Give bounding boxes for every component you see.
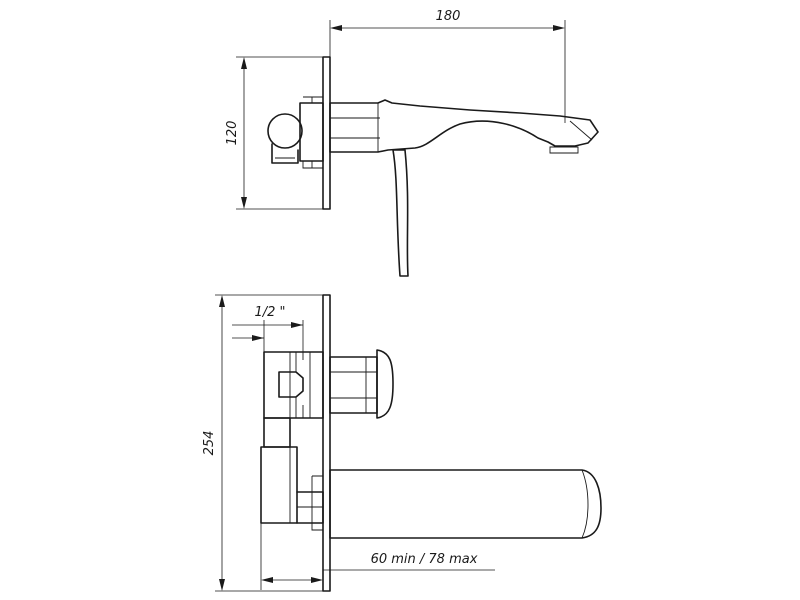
dimension-total-height: 254 bbox=[202, 294, 323, 592]
valve-cartridge-circle bbox=[267, 113, 303, 149]
dimension-wall-depth: 60 min / 78 max bbox=[260, 523, 495, 590]
dimension-label-wall-depth: 60 min / 78 max bbox=[371, 552, 478, 567]
spout-section bbox=[329, 469, 602, 539]
wall-plate-side bbox=[322, 56, 331, 210]
dimension-spout-reach: 180 bbox=[329, 9, 566, 123]
dimension-plate-height: 120 bbox=[225, 56, 323, 210]
pipe-elbow bbox=[260, 446, 298, 524]
spout-side bbox=[329, 99, 599, 153]
dimension-label-180: 180 bbox=[436, 9, 461, 24]
section-view bbox=[260, 294, 602, 592]
valve-housing bbox=[263, 351, 324, 419]
wall-plate-section bbox=[322, 294, 331, 592]
dimension-label-thread: 1/2 " bbox=[254, 305, 285, 320]
inlet-pipe bbox=[263, 417, 291, 448]
mixer-body-side bbox=[299, 102, 324, 162]
side-view bbox=[267, 56, 599, 277]
dimension-label-254: 254 bbox=[202, 431, 217, 456]
dimension-thread: 1/2 " bbox=[232, 305, 304, 352]
dimension-label-120: 120 bbox=[225, 121, 240, 146]
cartridge-knob bbox=[329, 356, 378, 414]
lever-handle-side bbox=[392, 149, 409, 277]
